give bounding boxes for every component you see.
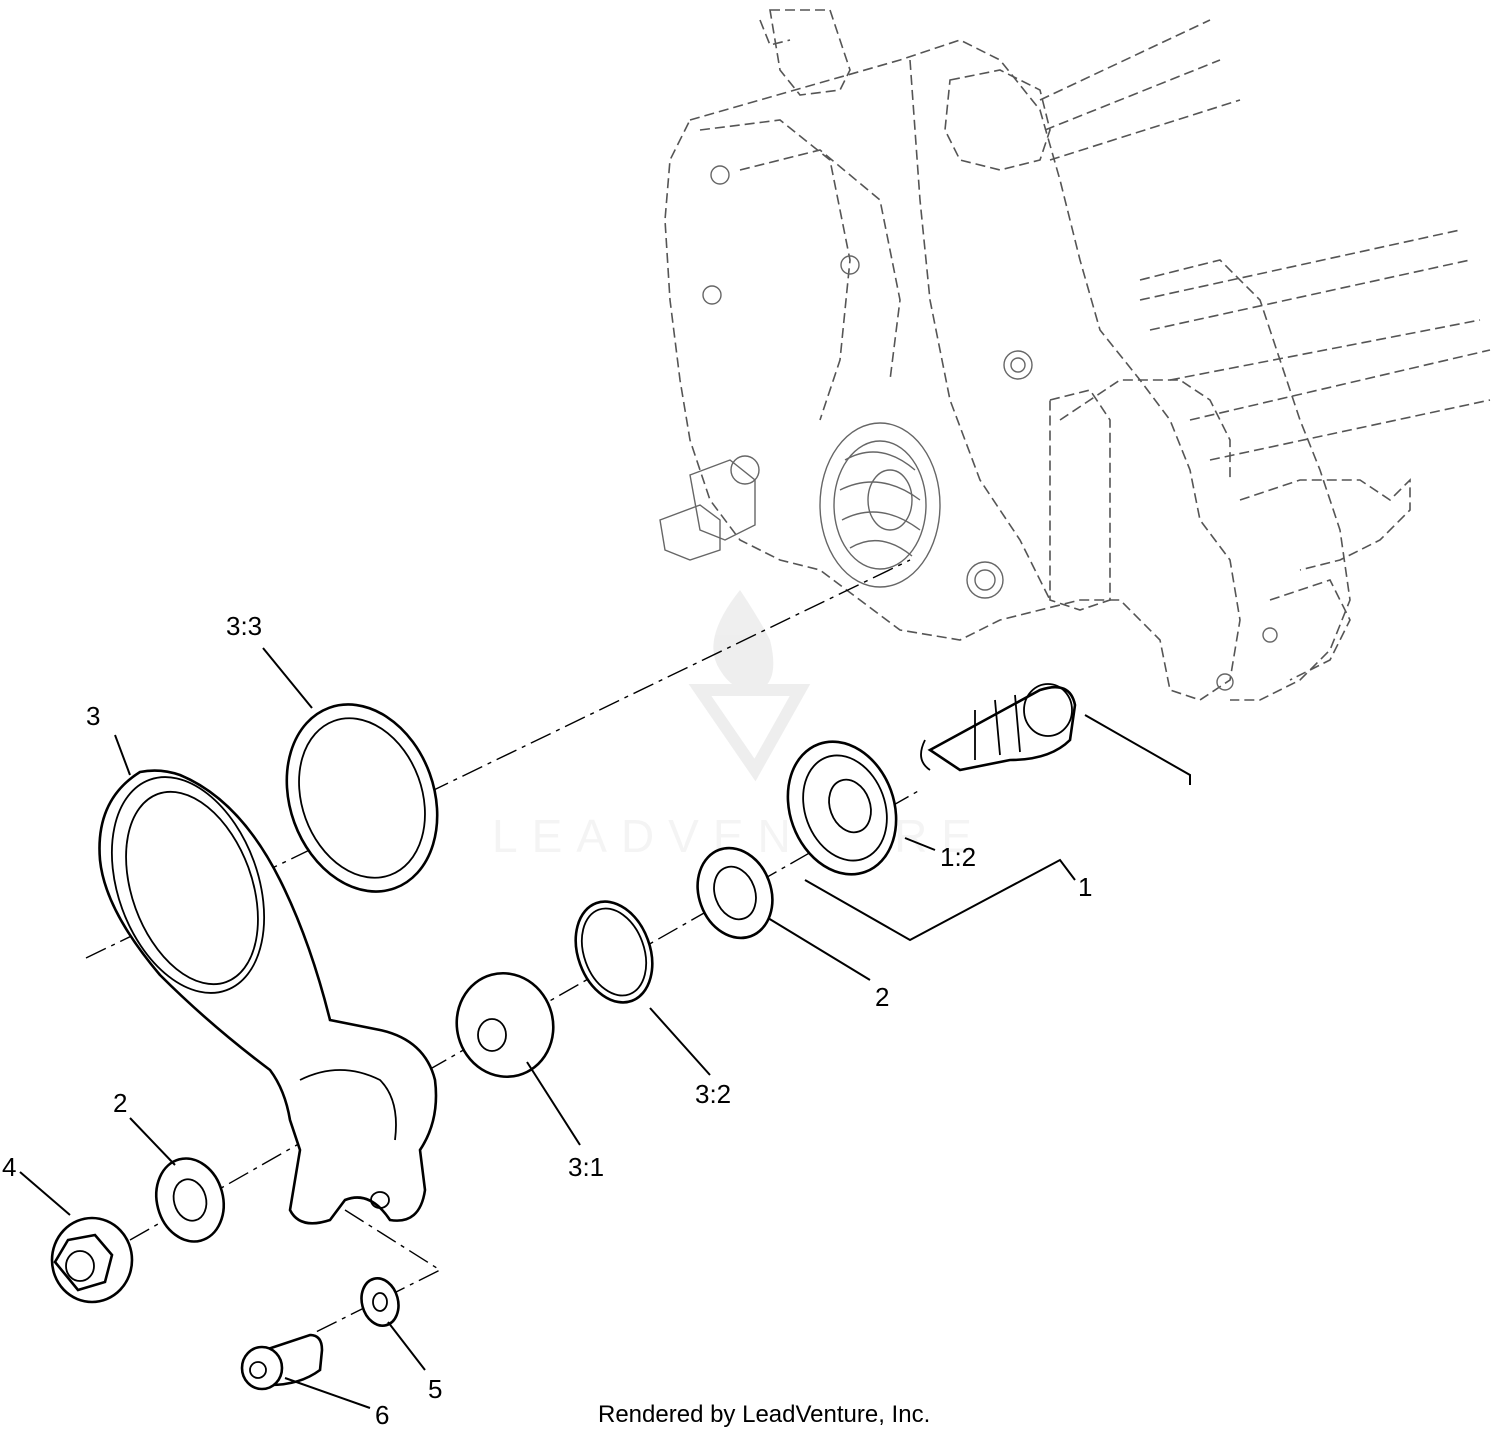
seal-part-1-2 bbox=[786, 740, 898, 876]
bushing-part-3-1 bbox=[455, 971, 555, 1079]
washer-part-2-right bbox=[696, 846, 774, 940]
footer-credit: Rendered by LeadVenture, Inc. bbox=[598, 1401, 930, 1428]
washer-part-2-left bbox=[155, 1157, 225, 1243]
shoulder-bolt-part-6 bbox=[240, 1333, 324, 1391]
transmission-housing-ghost bbox=[659, 9, 1491, 701]
callout-2-right: 2 bbox=[875, 982, 889, 1012]
callout-3-1: 3:1 bbox=[568, 1152, 604, 1182]
callout-4: 4 bbox=[2, 1152, 16, 1182]
shaft-part-1 bbox=[920, 683, 1077, 772]
callouts: 3:3 3 1:2 1 2 3:2 2 4 3:1 5 6 bbox=[2, 611, 1092, 1430]
callout-2-left: 2 bbox=[113, 1088, 127, 1118]
callout-3: 3 bbox=[86, 701, 100, 731]
pump-arm-part-3 bbox=[98, 769, 438, 1225]
callout-1: 1 bbox=[1078, 872, 1092, 902]
o-ring-part-3-2 bbox=[574, 900, 654, 1004]
seal-ring-part-3-3 bbox=[285, 703, 439, 893]
leader-lines bbox=[19, 647, 1191, 1409]
callout-6: 6 bbox=[375, 1400, 389, 1430]
small-washer-part-5 bbox=[360, 1277, 400, 1327]
callout-3-2: 3:2 bbox=[695, 1079, 731, 1109]
callout-5: 5 bbox=[428, 1374, 442, 1404]
callout-3-3: 3:3 bbox=[226, 611, 262, 641]
flange-nut-part-4 bbox=[50, 1216, 134, 1304]
callout-1-2: 1:2 bbox=[940, 842, 976, 872]
